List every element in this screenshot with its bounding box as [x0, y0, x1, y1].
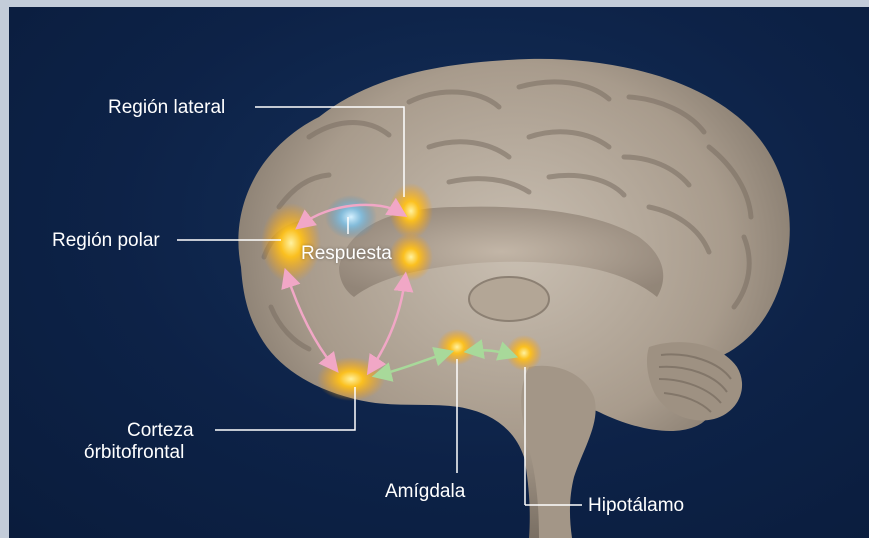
hypothalamus-glow	[506, 335, 542, 371]
lateral-lower-glow	[389, 233, 433, 281]
label-polar-region: Región polar	[52, 229, 160, 252]
label-amygdala: Amígdala	[385, 480, 465, 503]
response-glow	[325, 195, 377, 239]
label-response: Respuesta	[301, 242, 392, 265]
label-lateral-region: Región lateral	[108, 96, 225, 119]
thalamus	[469, 277, 549, 321]
label-orbitofrontal-line2: órbitofrontal	[84, 441, 184, 464]
label-orbitofrontal-line1: Corteza	[127, 419, 194, 442]
label-hypothalamus: Hipotálamo	[588, 494, 684, 517]
diagram-panel: Región lateral Región polar Respuesta Co…	[9, 7, 869, 538]
